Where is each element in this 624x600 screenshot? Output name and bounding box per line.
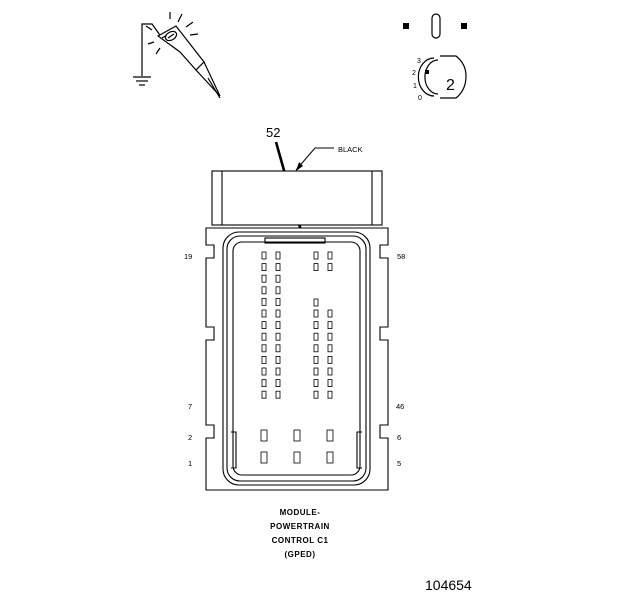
pin-cavity <box>261 355 267 364</box>
pin-cavity <box>275 379 281 388</box>
callout-pin-number: 52 <box>266 125 280 140</box>
pin-cavity <box>313 355 319 364</box>
pin-cavity <box>275 286 281 295</box>
ignition-position-2: 2 <box>412 70 416 77</box>
pin-cavity <box>327 251 333 260</box>
pin-cavity <box>261 332 267 341</box>
pin-cavity <box>275 344 281 353</box>
pin-label-left-7: 7 <box>188 402 192 411</box>
wire-color-leader <box>295 147 334 171</box>
pin-label-right-58: 58 <box>397 252 405 261</box>
caption-line-4: (GPED) <box>284 550 316 559</box>
pin-cavity <box>261 344 267 353</box>
pin-cavity <box>261 263 267 272</box>
pin-cavity-large <box>260 429 268 442</box>
test-probe-icon <box>133 12 221 99</box>
pin-cavity <box>313 332 319 341</box>
pin-cavity <box>313 379 319 388</box>
pin-label-right-46: 46 <box>396 402 404 411</box>
wire-color-label: BLACK <box>338 145 363 154</box>
ignition-position-0: 0 <box>418 95 422 102</box>
pin-cavity-large <box>326 451 334 464</box>
pin-cavity <box>275 274 281 283</box>
pin-cavity <box>261 297 267 306</box>
ignition-switch-icon <box>403 13 467 99</box>
caption-line-1: MODULE- <box>279 508 321 517</box>
pin-cavity <box>275 321 281 330</box>
pin-cavity <box>275 309 281 318</box>
pin-cavity <box>313 309 319 318</box>
pin-cavity <box>313 390 319 399</box>
pin-cavity <box>313 367 319 376</box>
pin-cavity <box>275 367 281 376</box>
pin-cavity <box>313 251 319 260</box>
pin-cavity <box>261 379 267 388</box>
pin-cavity-large <box>293 451 301 464</box>
pin-cavity <box>313 298 319 307</box>
connector-housing <box>205 170 389 491</box>
pin-label-left-2: 2 <box>188 433 192 442</box>
pin-label-right-6: 6 <box>397 433 401 442</box>
pin-cavity <box>327 344 333 353</box>
pin-cavity-large <box>260 451 268 464</box>
pin-cavity <box>327 321 333 330</box>
pin-cavity <box>327 379 333 388</box>
pin-cavity <box>313 344 319 353</box>
pin-cavity <box>327 332 333 341</box>
pin-cavity <box>327 355 333 364</box>
pin-cavity <box>261 390 267 399</box>
caption-line-3: CONTROL C1 <box>271 536 329 545</box>
pin-label-left-19: 19 <box>184 252 192 261</box>
pin-cavity <box>261 309 267 318</box>
pin-cavity <box>261 274 267 283</box>
caption-line-2: POWERTRAIN <box>270 522 330 531</box>
pin-cavity <box>327 309 333 318</box>
pin-cavity-grid <box>260 251 334 464</box>
pin-cavity-large <box>326 429 334 442</box>
pin-cavity <box>313 321 319 330</box>
pin-cavity <box>261 321 267 330</box>
pin-cavity <box>275 390 281 399</box>
pin-cavity <box>313 263 319 272</box>
ignition-mode: 2 <box>446 77 455 94</box>
pin-label-left-1: 1 <box>188 459 192 468</box>
ignition-position-3: 3 <box>417 58 421 65</box>
pin-cavity <box>261 251 267 260</box>
pin-cavity <box>275 332 281 341</box>
pin-cavity <box>327 263 333 272</box>
pin-cavity <box>275 355 281 364</box>
pin-cavity <box>275 263 281 272</box>
pin-cavity <box>327 367 333 376</box>
ignition-position-1: 1 <box>413 83 417 90</box>
pin-cavity <box>261 286 267 295</box>
pin-cavity-large <box>293 429 301 442</box>
pin-label-right-5: 5 <box>397 459 401 468</box>
pin-cavity <box>275 297 281 306</box>
pin-cavity <box>261 367 267 376</box>
pin-cavity <box>327 390 333 399</box>
pin-cavity <box>275 251 281 260</box>
figure-number: 104654 <box>425 577 472 593</box>
connector-caption: MODULE- POWERTRAIN CONTROL C1 (GPED) <box>230 506 370 562</box>
